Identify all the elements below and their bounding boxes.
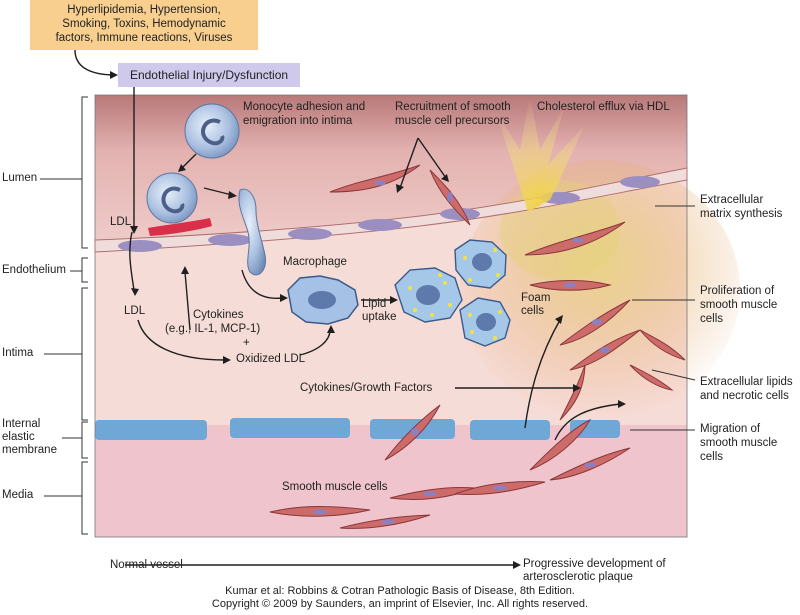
label-ldl-lumen: LDL bbox=[110, 215, 131, 229]
label-monocyte-line-2: emigration into intima bbox=[243, 114, 365, 128]
risk-factors-line-2: Smoking, Toxins, Hemodynamic bbox=[30, 17, 258, 31]
label-ldl-intima: LDL bbox=[124, 304, 145, 318]
iem-line-3: membrane bbox=[2, 444, 57, 457]
label-monocyte-adhesion: Monocyte adhesion and emigration into in… bbox=[243, 100, 365, 128]
risk-factors-line-3: factors, Immune reactions, Viruses bbox=[30, 31, 258, 45]
layer-label-iem: Internal elastic membrane bbox=[2, 418, 57, 457]
layer-brackets bbox=[40, 97, 88, 534]
label-recruit-line-1: Recruitment of smooth bbox=[395, 100, 511, 114]
label-cytokines-line-2: (e.g., IL-1, MCP-1) bbox=[165, 322, 260, 336]
label-cytokines-line-1: Cytokines bbox=[165, 308, 260, 322]
label-prolif-line-3: cells bbox=[700, 312, 777, 326]
risk-factors-line-1: Hyperlipidemia, Hypertension, bbox=[30, 3, 258, 17]
label-monocyte-line-1: Monocyte adhesion and bbox=[243, 100, 365, 114]
label-migration-line-2: smooth muscle bbox=[700, 436, 777, 450]
label-cholesterol-efflux: Cholesterol efflux via HDL bbox=[537, 100, 670, 114]
label-foam-cells: Foam cells bbox=[521, 292, 550, 318]
monocyte-circulating bbox=[185, 104, 239, 158]
label-prolif-line-1: Proliferation of bbox=[700, 284, 777, 298]
timeline-end-line-1: Progressive development of bbox=[523, 558, 666, 571]
label-lipid-line-1: Lipid bbox=[362, 298, 397, 311]
label-migration-line-3: cells bbox=[700, 450, 777, 464]
layer-label-lumen: Lumen bbox=[2, 172, 37, 185]
label-recruit-line-2: muscle cell precursors bbox=[395, 114, 511, 128]
label-plus: + bbox=[165, 336, 260, 350]
monocyte-adhering bbox=[147, 173, 197, 223]
label-foam-line-1: Foam bbox=[521, 292, 550, 305]
label-growth-factors: Cytokines/Growth Factors bbox=[300, 381, 432, 395]
risk-to-injury-arrow bbox=[75, 50, 112, 75]
endothelial-injury-box: Endothelial Injury/Dysfunction bbox=[118, 63, 300, 87]
label-prolif-line-2: smooth muscle bbox=[700, 298, 777, 312]
citation-footer: Kumar et al: Robbins & Cotran Pathologic… bbox=[0, 585, 800, 611]
label-lipids-line-2: and necrotic cells bbox=[700, 389, 793, 403]
label-extracellular-lipids: Extracellular lipids and necrotic cells bbox=[700, 375, 793, 403]
label-smooth-muscle-cells: Smooth muscle cells bbox=[282, 480, 387, 494]
layer-label-media: Media bbox=[2, 489, 33, 502]
label-oxidized-ldl: Oxidized LDL bbox=[236, 352, 305, 366]
layer-label-endothelium: Endothelium bbox=[2, 264, 66, 277]
foam-cell bbox=[460, 298, 510, 346]
copyright-line: Copyright © 2009 by Saunders, an imprint… bbox=[0, 598, 800, 611]
iem-line-2: elastic bbox=[2, 431, 57, 444]
label-ecm-synthesis: Extracellular matrix synthesis bbox=[700, 193, 782, 221]
label-foam-line-2: cells bbox=[521, 305, 550, 318]
citation-line-1: Kumar et al: Robbins & Cotran Pathologic… bbox=[0, 585, 800, 598]
timeline-end-line-2: arterosclerotic plaque bbox=[523, 571, 666, 584]
timeline-start: Normal vessel bbox=[110, 558, 183, 572]
label-ecm-line-1: Extracellular bbox=[700, 193, 782, 207]
timeline-end: Progressive development of arterosclerot… bbox=[523, 558, 666, 584]
label-ecm-line-2: matrix synthesis bbox=[700, 207, 782, 221]
label-lipid-line-2: uptake bbox=[362, 311, 397, 324]
risk-factors-box: Hyperlipidemia, Hypertension, Smoking, T… bbox=[30, 0, 258, 50]
label-recruitment: Recruitment of smooth muscle cell precur… bbox=[395, 100, 511, 128]
label-lipids-line-1: Extracellular lipids bbox=[700, 375, 793, 389]
label-migration-line-1: Migration of bbox=[700, 422, 777, 436]
iem-line-1: Internal bbox=[2, 418, 57, 431]
label-proliferation: Proliferation of smooth muscle cells bbox=[700, 284, 777, 326]
label-cytokines: Cytokines (e.g., IL-1, MCP-1) + bbox=[165, 308, 260, 350]
label-migration: Migration of smooth muscle cells bbox=[700, 422, 777, 464]
label-macrophage: Macrophage bbox=[283, 255, 347, 269]
layer-label-intima: Intima bbox=[2, 347, 33, 360]
label-lipid-uptake: Lipid uptake bbox=[362, 298, 397, 324]
